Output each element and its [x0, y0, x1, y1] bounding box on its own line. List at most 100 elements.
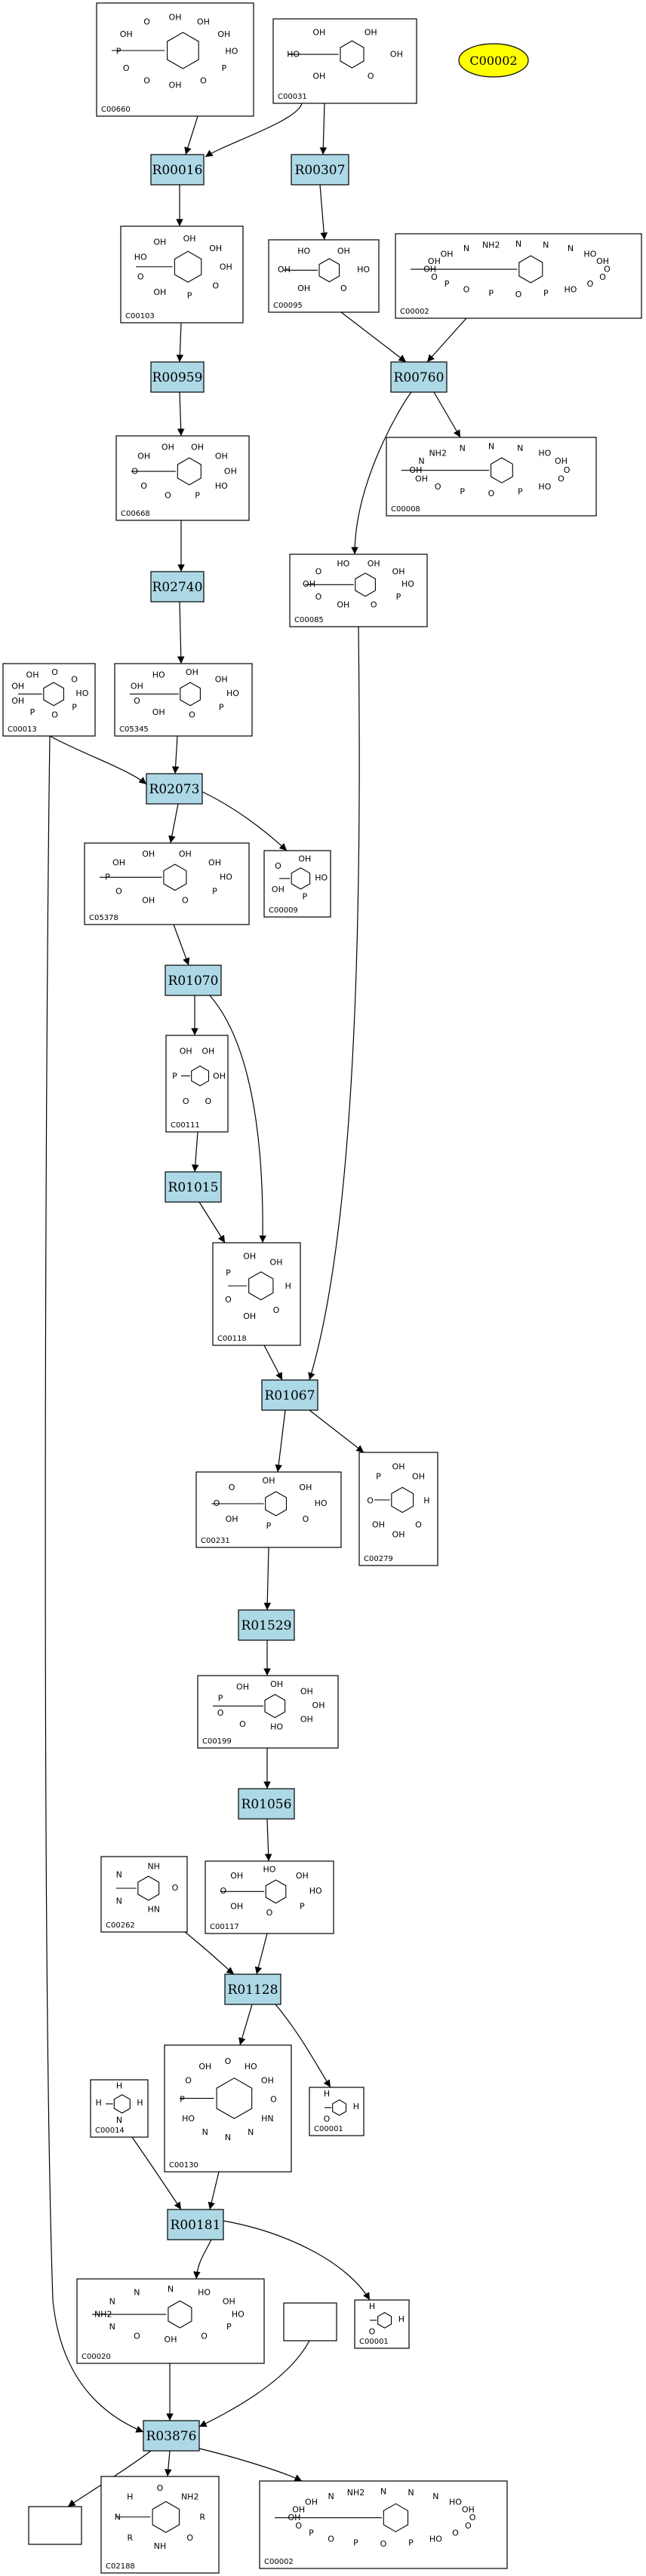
- atom-label: O: [465, 2521, 472, 2531]
- compound-box[interactable]: [195, 1471, 342, 1548]
- compound-box[interactable]: [84, 842, 250, 925]
- atom-label: P: [218, 1693, 223, 1703]
- edge-30: [184, 1931, 235, 1975]
- compound-id-label: C00660: [101, 106, 131, 114]
- reaction-node[interactable]: R00307: [291, 154, 349, 186]
- reaction-node[interactable]: R01070: [165, 964, 222, 996]
- reaction-node[interactable]: R00016: [150, 154, 205, 186]
- compound-box[interactable]: [283, 2302, 337, 2341]
- reaction-box[interactable]: [390, 361, 448, 393]
- compound-box[interactable]: [268, 239, 380, 313]
- compound-box[interactable]: [100, 2476, 220, 2574]
- reaction-box[interactable]: [150, 571, 205, 603]
- reaction-box[interactable]: [143, 2420, 200, 2452]
- compound-box[interactable]: [115, 435, 250, 521]
- reaction-node[interactable]: R01015: [165, 1171, 222, 1203]
- reaction-box[interactable]: [150, 361, 205, 393]
- compound-box[interactable]: [114, 663, 253, 737]
- compound-box[interactable]: [2, 663, 96, 737]
- compound-box[interactable]: [164, 2044, 292, 2173]
- compound-box[interactable]: [272, 18, 417, 104]
- compound-node[interactable]: [283, 2302, 337, 2341]
- atom-label: HO: [182, 2114, 195, 2124]
- reaction-node[interactable]: R01529: [238, 1609, 295, 1641]
- compound-box[interactable]: [289, 554, 428, 627]
- atom-label: O: [183, 1096, 189, 1106]
- compound-box[interactable]: [309, 2087, 365, 2136]
- reaction-box[interactable]: [261, 1379, 318, 1411]
- reaction-box[interactable]: [238, 1609, 295, 1641]
- compound-box[interactable]: [96, 2, 254, 117]
- atom-label: OH: [298, 854, 311, 864]
- reaction-box[interactable]: [224, 1973, 281, 2005]
- reaction-node[interactable]: R01067: [261, 1379, 318, 1411]
- reaction-node[interactable]: R00181: [167, 2209, 224, 2240]
- atom-label: OH: [11, 681, 24, 691]
- atom-label: NH2: [482, 240, 500, 250]
- atom-label: HO: [245, 2062, 257, 2072]
- compound-box[interactable]: [358, 1452, 438, 1566]
- reaction-node[interactable]: R01056: [238, 1788, 295, 1820]
- compound-box[interactable]: [197, 1675, 339, 1749]
- edge-19: [209, 995, 266, 1244]
- compound-box[interactable]: [120, 225, 244, 324]
- compound-box[interactable]: [28, 2506, 82, 2545]
- atom-label: O: [515, 290, 522, 299]
- compound-box[interactable]: [395, 233, 642, 319]
- compound-box[interactable]: [100, 1856, 188, 1933]
- atom-label: OH: [288, 2513, 300, 2522]
- reaction-node[interactable]: R00760: [390, 361, 448, 393]
- atom-label: P: [300, 1902, 305, 1912]
- compound-box[interactable]: [205, 1860, 334, 1934]
- compound-node[interactable]: [28, 2506, 82, 2545]
- reaction-node[interactable]: R03876: [143, 2420, 200, 2452]
- compound-box[interactable]: [263, 850, 331, 918]
- reaction-box[interactable]: [146, 773, 203, 805]
- compound-box[interactable]: [76, 2278, 265, 2364]
- atom-label: N: [116, 1897, 122, 1906]
- legend-ellipse[interactable]: [458, 43, 529, 78]
- reaction-box[interactable]: [165, 964, 222, 996]
- compound-box[interactable]: [212, 1242, 301, 1346]
- compound-box[interactable]: [90, 2079, 149, 2138]
- reaction-box[interactable]: [165, 1171, 222, 1203]
- compound-box[interactable]: [354, 2299, 410, 2349]
- reaction-box[interactable]: [291, 154, 349, 186]
- reaction-node[interactable]: R02073: [146, 773, 203, 805]
- atom-label: N: [109, 2322, 115, 2332]
- reaction-node[interactable]: R00959: [150, 361, 205, 393]
- reaction-node[interactable]: R02740: [150, 571, 205, 603]
- reaction-node[interactable]: R01128: [224, 1973, 281, 2005]
- reaction-box[interactable]: [167, 2209, 224, 2240]
- reaction-box[interactable]: [238, 1788, 295, 1820]
- reaction-box[interactable]: [150, 154, 205, 186]
- atom-label: OH: [292, 2504, 305, 2514]
